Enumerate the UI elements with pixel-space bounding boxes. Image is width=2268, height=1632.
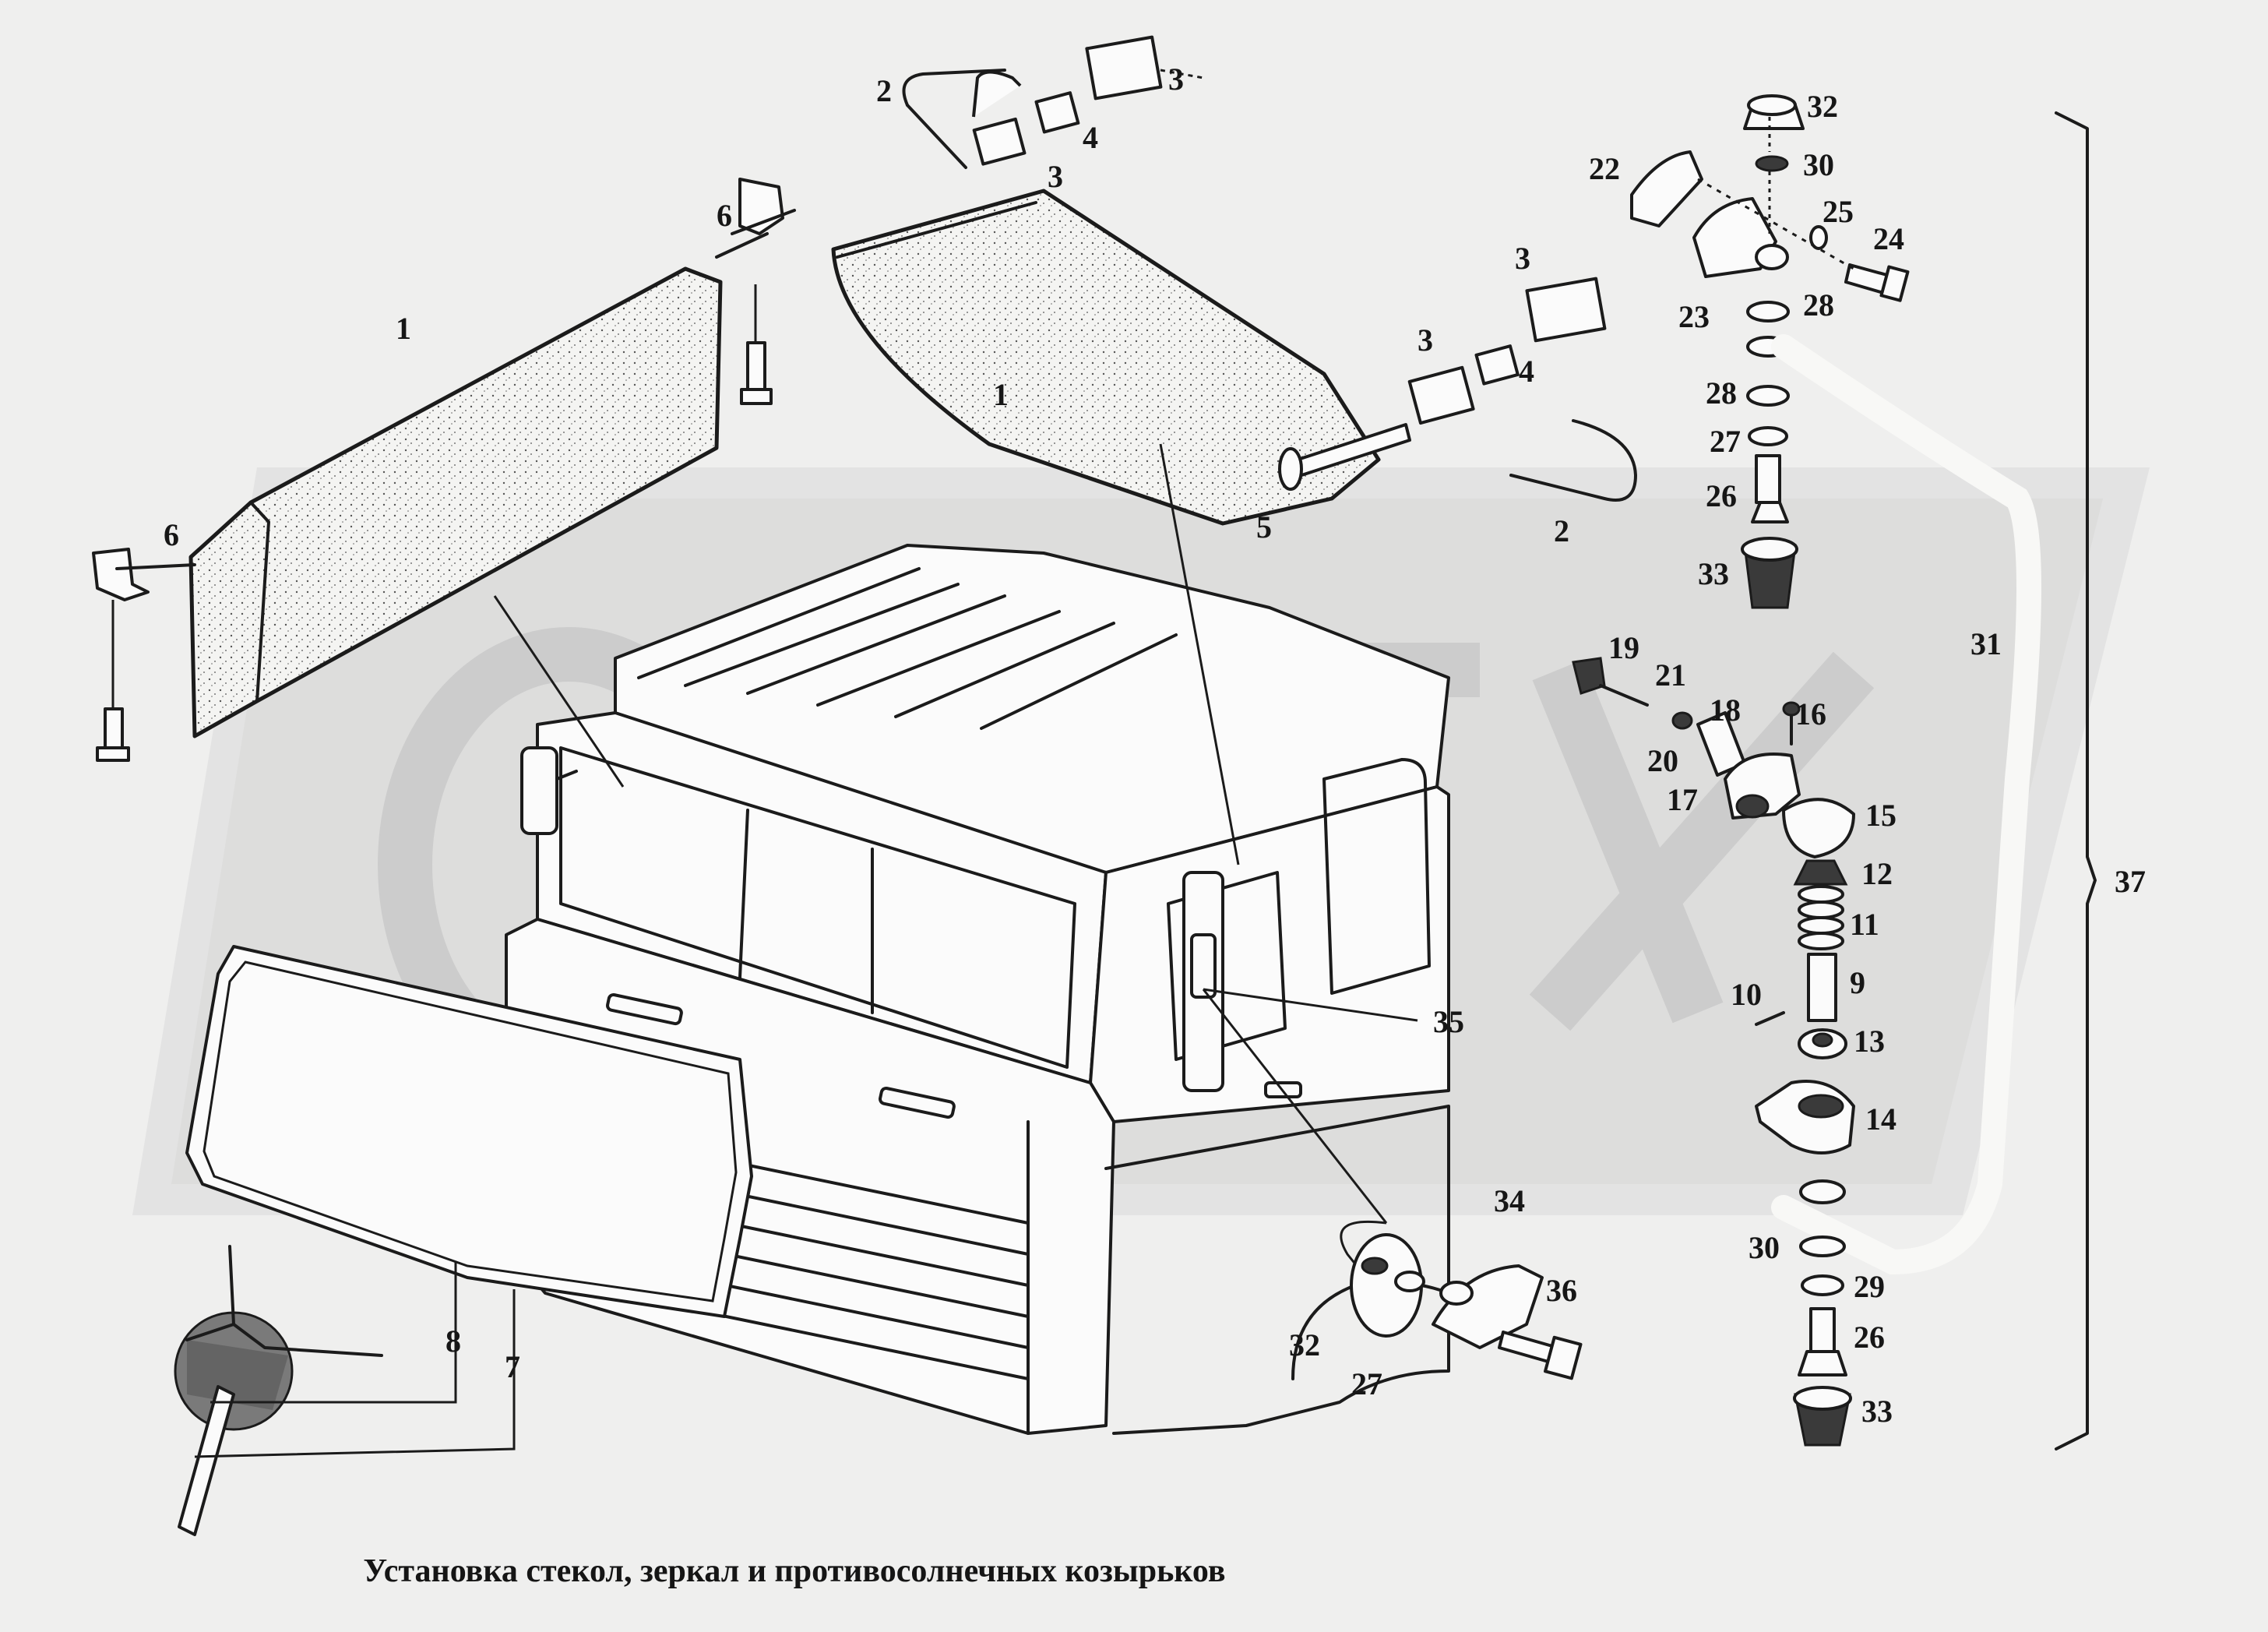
part-label-1-left: 1	[396, 311, 411, 346]
part-label-6-top: 6	[717, 198, 732, 233]
part-label-25: 25	[1822, 194, 1854, 229]
part-label-27-top: 27	[1710, 424, 1741, 459]
part-label-29: 29	[1854, 1269, 1885, 1304]
part-label-27-bottom: 27	[1351, 1366, 1382, 1401]
mirror-bracket-stack-top	[1630, 94, 1910, 609]
part-label-32-bottom: 32	[1289, 1327, 1320, 1362]
part-label-13: 13	[1854, 1024, 1885, 1059]
part-label-4-bottom: 4	[1519, 354, 1534, 389]
part-label-35: 35	[1433, 1004, 1464, 1039]
right-visor-clip-set-top	[902, 35, 1204, 169]
part-label-26-bottom: 26	[1854, 1320, 1885, 1355]
part-label-26-top: 26	[1706, 478, 1737, 513]
part-label-15: 15	[1865, 798, 1896, 833]
assembly-bracket-37	[2055, 111, 2097, 1450]
left-visor-bottom-bracket	[92, 548, 196, 601]
left-visor-top-bracket	[715, 178, 796, 259]
diagram-caption: Установка стекол, зеркал и противосолнеч…	[363, 1553, 1225, 1589]
part-label-33-bottom: 33	[1861, 1394, 1893, 1429]
part-labels: 1 1 2 2 3 3 3 3 4 4 5 6 6 7 8 9 10 11 12…	[164, 62, 2146, 1429]
part-label-33-top: 33	[1698, 556, 1729, 591]
part-label-23: 23	[1678, 299, 1710, 334]
part-label-1-right: 1	[993, 377, 1009, 412]
part-label-2-top: 2	[876, 73, 892, 108]
left-sun-visor	[188, 266, 723, 738]
part-label-30-top: 30	[1803, 147, 1834, 182]
part-label-12: 12	[1861, 856, 1893, 891]
part-label-32-top: 32	[1807, 89, 1838, 124]
part-label-18: 18	[1710, 693, 1741, 728]
part-label-22: 22	[1589, 151, 1620, 186]
part-label-31: 31	[1970, 626, 2002, 661]
part-label-17: 17	[1667, 782, 1698, 817]
left-visor-top-screw	[740, 284, 773, 405]
part-label-28-top: 28	[1803, 287, 1834, 323]
part-label-14: 14	[1865, 1102, 1896, 1137]
left-visor-bottom-screw	[96, 600, 130, 762]
part-label-2-bottom: 2	[1554, 513, 1569, 548]
windshield-glass	[185, 945, 753, 1318]
part-label-36: 36	[1546, 1273, 1577, 1308]
part-label-7: 7	[505, 1349, 520, 1384]
right-sun-visor	[831, 189, 1381, 526]
part-label-30-bottom: 30	[1749, 1230, 1780, 1265]
right-visor-screw	[1278, 423, 1411, 491]
part-label-34: 34	[1494, 1183, 1525, 1218]
mirror-bracket-stack-bottom	[1755, 859, 1855, 1447]
part-label-28-mid: 28	[1706, 375, 1737, 411]
part-label-21: 21	[1655, 657, 1686, 693]
part-label-3-d: 3	[1418, 323, 1433, 358]
part-label-4-top: 4	[1083, 120, 1098, 155]
right-visor-clip-set-bottom	[1407, 277, 1637, 502]
part-label-5: 5	[1256, 509, 1272, 545]
mirror-pivot-bracket	[1572, 657, 1855, 858]
leader-lines	[194, 443, 1418, 1458]
part-label-3-a: 3	[1168, 62, 1184, 97]
part-label-24: 24	[1873, 221, 1904, 256]
part-label-11: 11	[1850, 907, 1879, 942]
part-label-3-b: 3	[1048, 159, 1063, 194]
part-label-37: 37	[2115, 864, 2146, 899]
part-label-10: 10	[1731, 977, 1762, 1012]
mirror-arm-tube	[1771, 334, 2041, 1275]
lower-mirror-mount	[1350, 1233, 1583, 1380]
part-label-20: 20	[1647, 743, 1678, 778]
part-label-9: 9	[1850, 965, 1865, 1000]
part-label-19: 19	[1608, 630, 1639, 665]
part-label-6-left: 6	[164, 517, 179, 552]
part-label-16: 16	[1795, 696, 1826, 731]
glass-seal-detail	[174, 1245, 383, 1536]
part-label-3-c: 3	[1515, 241, 1530, 276]
part-label-8: 8	[446, 1324, 461, 1359]
